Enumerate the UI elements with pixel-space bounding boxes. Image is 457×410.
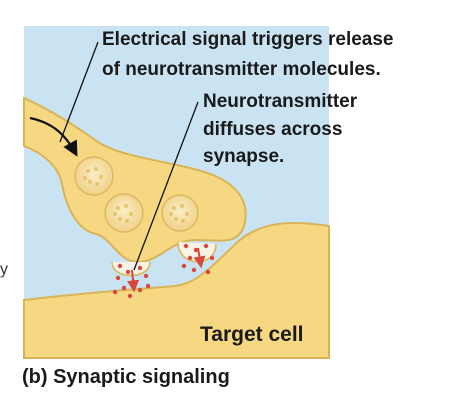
leader-line-signal [59,41,99,143]
vesicle [104,193,144,233]
diffuse-label-line1: Neurotransmitter [203,91,358,112]
cropped-text-fragment: y [0,261,8,278]
figure-caption: (b) Synaptic signaling [22,366,230,388]
leader-line-diffuse [133,101,199,271]
vesicle [74,156,114,196]
diffuse-label-line2: diffuses across [203,119,343,140]
vesicles [74,156,199,233]
vesicle [161,194,199,232]
diffusion-arrow-right [193,247,206,269]
signal-label-line2: of neurotransmitter molecules. [102,59,381,80]
target-cell-label: Target cell [200,323,304,346]
diffuse-label-line3: synapse. [203,146,285,167]
diffusion-arrow-left [127,269,140,293]
signal-label-line1: Electrical signal triggers release [102,29,394,50]
signal-arrow [29,116,78,157]
neurotransmitter-dots [112,243,215,299]
